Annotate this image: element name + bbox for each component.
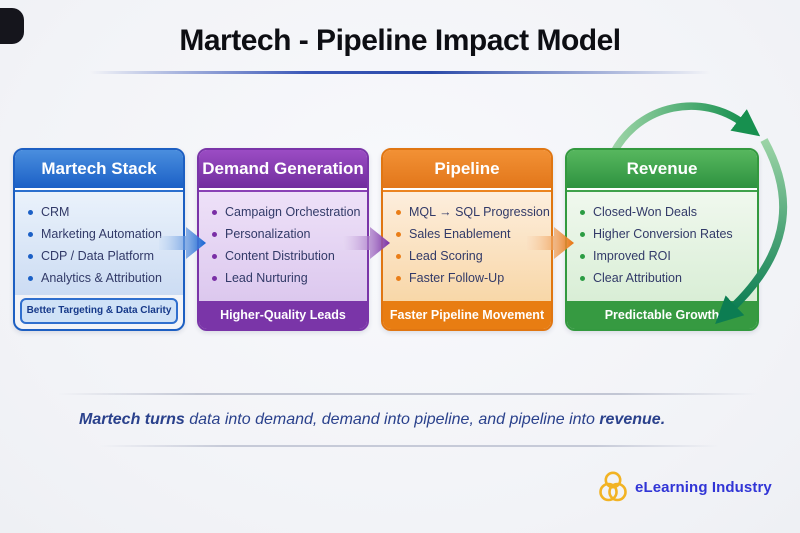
card-header: Demand Generation <box>199 150 367 190</box>
bullet-dot-icon <box>580 253 585 259</box>
list-item-label: Lead Scoring <box>409 249 483 263</box>
bullet-dot-icon <box>28 209 33 215</box>
card-header: Revenue <box>567 150 757 190</box>
card-martech-stack: Martech Stack CRM Marketing Automation C… <box>13 148 185 331</box>
card-body: Campaign Orchestration Personalization C… <box>199 192 367 301</box>
list-item: Analytics & Attribution <box>26 267 172 289</box>
list-item-label: Closed-Won Deals <box>593 205 697 219</box>
bullet-dot-icon <box>396 275 401 281</box>
bullet-dot-icon <box>212 209 217 215</box>
list-item-label: Personalization <box>225 227 311 241</box>
page-title: Martech - Pipeline Impact Model <box>179 24 621 57</box>
tagline-bold-prefix: Martech turns <box>79 411 185 428</box>
circular-arrow-green-side <box>715 138 788 324</box>
circular-arrow-green-top <box>610 102 761 154</box>
tagline-bold-suffix: revenue. <box>599 411 666 428</box>
list-item: MQL → SQL Progression <box>394 201 550 223</box>
card-header: Pipeline <box>383 150 551 190</box>
bullet-dot-icon <box>580 275 585 281</box>
card-footer-badge: Better Targeting & Data Clarity <box>20 298 178 324</box>
list-item: Improved ROI <box>578 245 746 267</box>
arrow-right-orange-icon <box>527 227 574 259</box>
list-item: Lead Nurturing <box>210 267 356 289</box>
card-header: Martech Stack <box>15 150 183 190</box>
divider-line <box>58 393 758 395</box>
list-item: Sales Enablement <box>394 223 540 245</box>
header-divider <box>567 190 757 192</box>
header-divider <box>383 190 551 192</box>
list-item-label: Clear Attribution <box>593 271 682 285</box>
list-item: Faster Follow-Up <box>394 267 540 289</box>
list-item-label: Sales Enablement <box>409 227 511 241</box>
list-item-label: MQL → SQL Progression <box>409 205 550 219</box>
tagline-middle: data into demand, demand into pipeline, … <box>184 411 600 428</box>
arrow-right-purple-icon <box>343 227 390 259</box>
bullet-dot-icon <box>212 253 217 259</box>
bullet-dot-icon <box>28 275 33 281</box>
list-item-label: Analytics & Attribution <box>41 271 162 285</box>
arrow-right-blue-icon <box>159 227 206 259</box>
bullet-dot-icon <box>580 231 585 237</box>
list-item: CDP / Data Platform <box>26 245 172 267</box>
list-item-label: CRM <box>41 205 70 219</box>
tagline: Martech turns data into demand, demand i… <box>79 411 665 429</box>
bullet-dot-icon <box>580 209 585 215</box>
list-item-label: CDP / Data Platform <box>41 249 155 263</box>
list-item-label: Lead Nurturing <box>225 271 308 285</box>
list-item: Lead Scoring <box>394 245 540 267</box>
list-item-label: Campaign Orchestration <box>225 205 361 219</box>
list-item-label: Improved ROI <box>593 249 671 263</box>
list-item: Closed-Won Deals <box>578 201 746 223</box>
list-item-label: Marketing Automation <box>41 227 162 241</box>
header-divider <box>15 190 183 192</box>
bullet-dot-icon <box>212 231 217 237</box>
list-item: Marketing Automation <box>26 223 172 245</box>
list-item: Higher Conversion Rates <box>578 223 746 245</box>
card-body: CRM Marketing Automation CDP / Data Plat… <box>15 192 183 295</box>
card-footer-badge: Higher-Quality Leads <box>199 301 367 329</box>
card-demand-generation: Demand Generation Campaign Orchestration… <box>197 148 369 331</box>
card-body: Closed-Won Deals Higher Conversion Rates… <box>567 192 757 301</box>
trefoil-rings-icon <box>599 471 627 502</box>
list-item-label: Higher Conversion Rates <box>593 227 733 241</box>
corner-mark <box>0 8 24 44</box>
bullet-dot-icon <box>396 253 401 259</box>
brand-name: eLearning Industry <box>635 478 772 496</box>
list-item: Personalization <box>210 223 356 245</box>
list-item: Content Distribution <box>210 245 356 267</box>
title-underline <box>90 71 710 74</box>
header-divider <box>199 190 367 192</box>
card-body: MQL → SQL Progression Sales Enablement L… <box>383 192 551 301</box>
bullet-dot-icon <box>396 231 401 237</box>
bullet-dot-icon <box>28 231 33 237</box>
card-footer-badge: Faster Pipeline Movement <box>383 301 551 329</box>
bullet-dot-icon <box>28 253 33 259</box>
list-item: Clear Attribution <box>578 267 746 289</box>
list-item: Campaign Orchestration <box>210 201 360 223</box>
bullet-dot-icon <box>396 209 401 215</box>
bullet-dot-icon <box>212 275 217 281</box>
list-item: CRM <box>26 201 172 223</box>
brand-logo: eLearning Industry <box>598 469 772 505</box>
divider-line <box>100 445 720 447</box>
list-item-label: Faster Follow-Up <box>409 271 505 285</box>
list-item-label: Content Distribution <box>225 249 335 263</box>
card-pipeline: Pipeline MQL → SQL Progression Sales Ena… <box>381 148 553 331</box>
card-revenue: Revenue Closed-Won Deals Higher Conversi… <box>565 148 759 331</box>
